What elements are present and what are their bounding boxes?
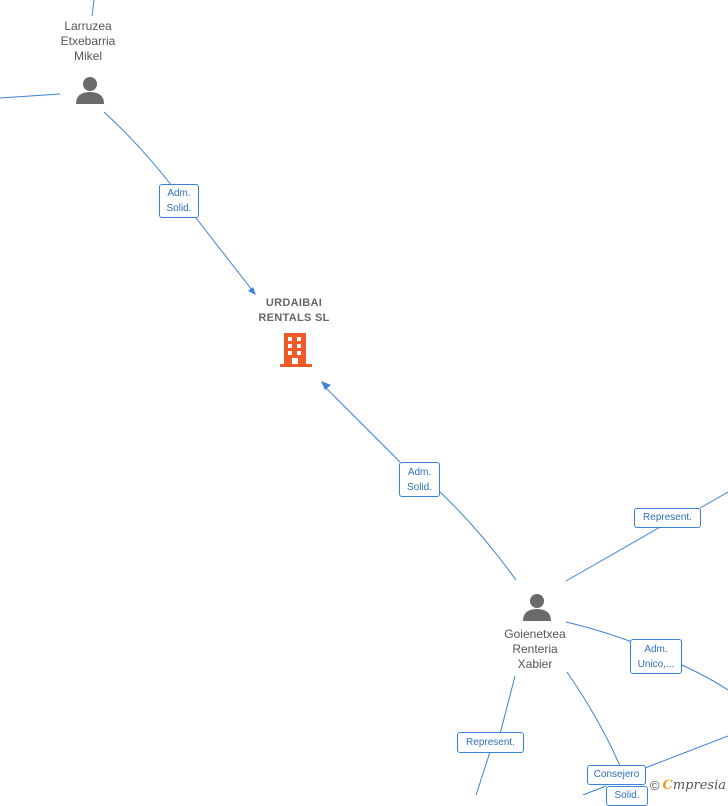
role-badge-adm-unico[interactable]: Adm. Unico,...	[630, 639, 682, 674]
brand-logo: Cmpresia	[662, 778, 727, 793]
edge-larruzea-to-company-lower	[195, 217, 253, 291]
edge-offscreen-left-to-larruzea	[0, 93, 61, 99]
edge-represent-lower-left-offscreen	[475, 751, 491, 795]
copyright-symbol: ©	[649, 778, 660, 793]
edge-goienetxea-to-company-lower	[439, 491, 517, 581]
role-badge-represent-upper[interactable]: Represent.	[634, 508, 701, 528]
edge-goienetxea-to-company-upper	[323, 385, 401, 463]
edge-bottom-offscreen-left	[582, 785, 607, 795]
company-name[interactable]: URDAIBAI RENTALS SL	[258, 297, 330, 324]
edge-adm-unico-offscreen	[679, 663, 728, 691]
role-badge-represent-lower[interactable]: Represent.	[457, 732, 524, 753]
edge-larruzea-to-company	[103, 111, 173, 187]
edge-goienetxea-represent-lower-left	[499, 675, 516, 735]
edge-represent-upper-right-offscreen	[699, 491, 728, 509]
arrowhead-into-company-top	[248, 287, 256, 295]
empresia-watermark: © Cmpresia	[649, 778, 727, 793]
edge-offscreen-top-to-larruzea	[91, 0, 95, 17]
edge-consejero-offscreen-right	[644, 735, 728, 769]
building-icon	[280, 333, 312, 367]
person-icon	[76, 77, 104, 104]
edge-goienetxea-represent-upper-right	[565, 525, 663, 582]
role-badge-consejero[interactable]: Consejero	[587, 765, 646, 785]
role-badge-solid-partial[interactable]: Solid.	[606, 786, 648, 806]
person-icon	[523, 594, 551, 621]
person-name-larruzea[interactable]: Larruzea Etxebarria Mikel	[60, 19, 116, 63]
edge-goienetxea-adm-unico	[565, 621, 633, 643]
arrowhead-into-company-bottom	[321, 381, 331, 390]
role-badge-adm-solid-larruzea[interactable]: Adm. Solid.	[159, 184, 199, 218]
person-name-goienetxea[interactable]: Goienetxea Renteria Xabier	[504, 627, 566, 671]
role-badge-adm-solid-goienetxea[interactable]: Adm. Solid.	[399, 462, 440, 497]
edge-goienetxea-consejero	[566, 671, 621, 767]
